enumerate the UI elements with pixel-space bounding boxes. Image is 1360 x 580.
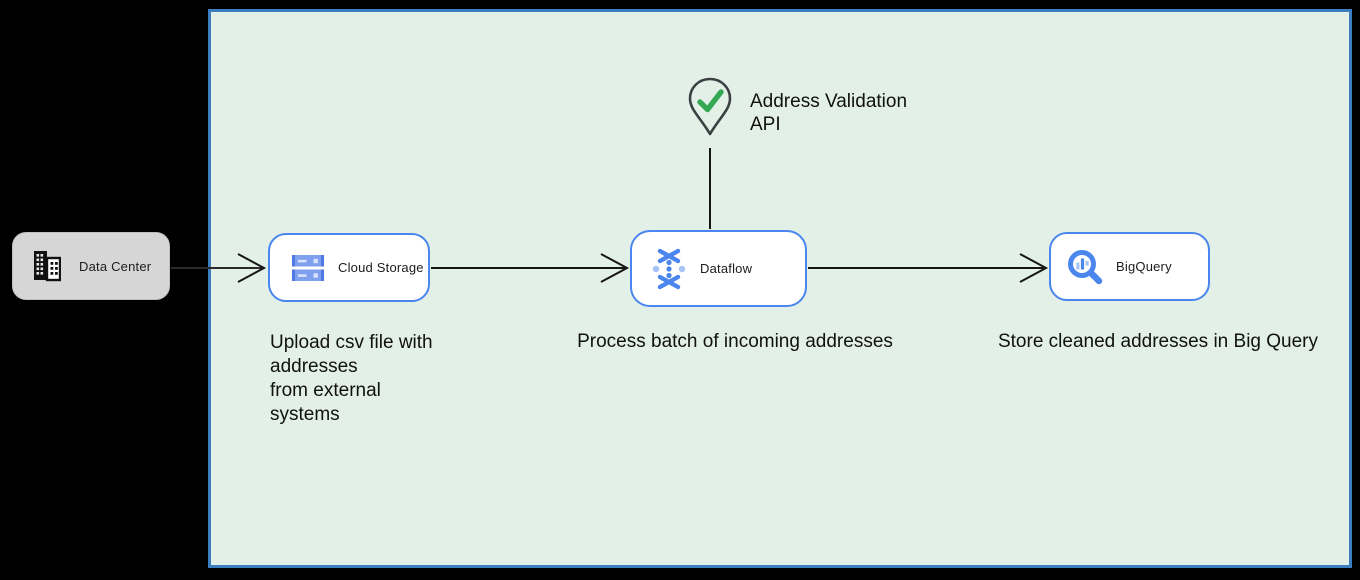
node-label-bigquery: BigQuery	[1116, 259, 1172, 274]
note-upload-csv: Upload csv file with addresses from exte…	[270, 332, 433, 425]
node-dataflow[interactable]: Dataflow	[630, 230, 807, 307]
node-data-center[interactable]: Data Center	[12, 232, 170, 300]
node-label-dataflow: Dataflow	[700, 261, 753, 276]
bigquery-icon	[1066, 248, 1104, 286]
map-pin-check-icon	[687, 77, 733, 137]
label-address-validation-api: Address Validation API	[750, 91, 908, 135]
note-store-cleaned: Store cleaned addresses in Big Query	[997, 331, 1318, 352]
cloud-storage-icon	[291, 253, 325, 283]
node-label-cloud-storage: Cloud Storage	[338, 260, 424, 275]
note-process-batch: Process batch of incoming addresses	[577, 331, 893, 352]
node-label-data-center: Data Center	[79, 258, 152, 274]
node-cloud-storage[interactable]: Cloud Storage	[268, 233, 430, 302]
building-icon	[33, 250, 61, 282]
node-bigquery[interactable]: BigQuery	[1049, 232, 1210, 301]
dataflow-icon	[649, 247, 689, 291]
